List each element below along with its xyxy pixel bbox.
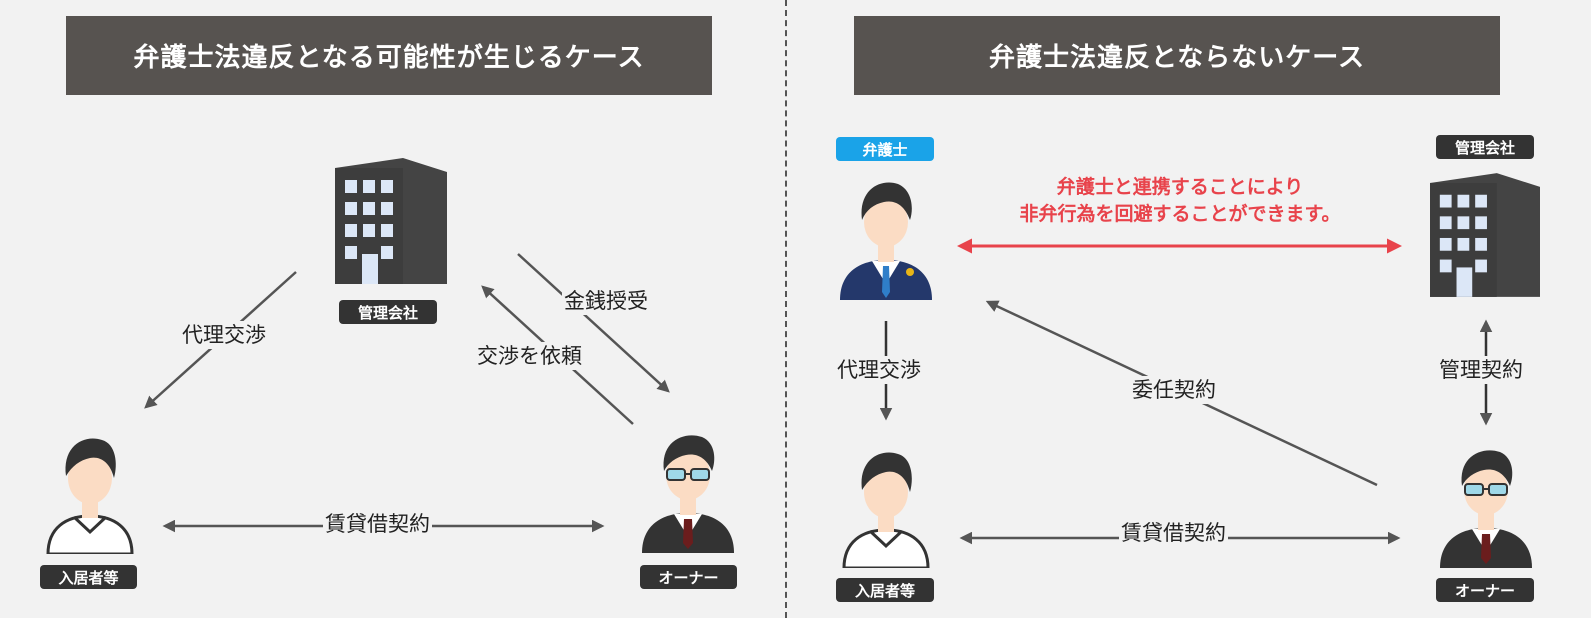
right-rel-management: 管理契約 (1437, 356, 1525, 384)
left-title: 弁護士法違反となる可能性が生じるケース (66, 16, 712, 95)
owner-person-icon (642, 435, 734, 553)
right-rel-mandate: 委任契約 (1130, 376, 1218, 404)
left-rel-lease: 賃貸借契約 (323, 510, 432, 538)
right-rel-agency: 代理交渉 (835, 356, 923, 384)
right-owner-tag: オーナー (1436, 578, 1534, 602)
note-line-2: 非弁行為を回避することができます。 (1019, 203, 1341, 225)
right-lawyer-tag: 弁護士 (836, 137, 934, 161)
note-line-1: 弁護士と連携することにより (1056, 176, 1304, 198)
left-rel-money: 金銭授受 (562, 287, 650, 315)
resident-person-icon (842, 452, 930, 568)
right-rel-lease: 賃貸借契約 (1119, 519, 1228, 547)
right-company-tag: 管理会社 (1436, 135, 1534, 159)
arrow-left-money (517, 253, 670, 393)
left-rel-request: 交渉を依頼 (475, 342, 584, 370)
left-rel-agency: 代理交渉 (180, 321, 268, 349)
building-icon (335, 158, 447, 284)
left-owner-tag: オーナー (640, 565, 737, 589)
owner-person-icon (1440, 450, 1532, 568)
left-resident-tag: 入居者等 (40, 565, 137, 589)
right-title: 弁護士法違反とならないケース (854, 16, 1500, 95)
left-company-tag: 管理会社 (339, 300, 437, 324)
resident-person-icon (46, 438, 134, 554)
building-icon (1430, 173, 1540, 297)
center-divider (785, 0, 787, 618)
lawyer-person-icon (840, 182, 932, 300)
collaboration-note: 弁護士と連携することにより 非弁行為を回避することができます。 (990, 174, 1370, 228)
right-resident-tag: 入居者等 (836, 578, 934, 602)
